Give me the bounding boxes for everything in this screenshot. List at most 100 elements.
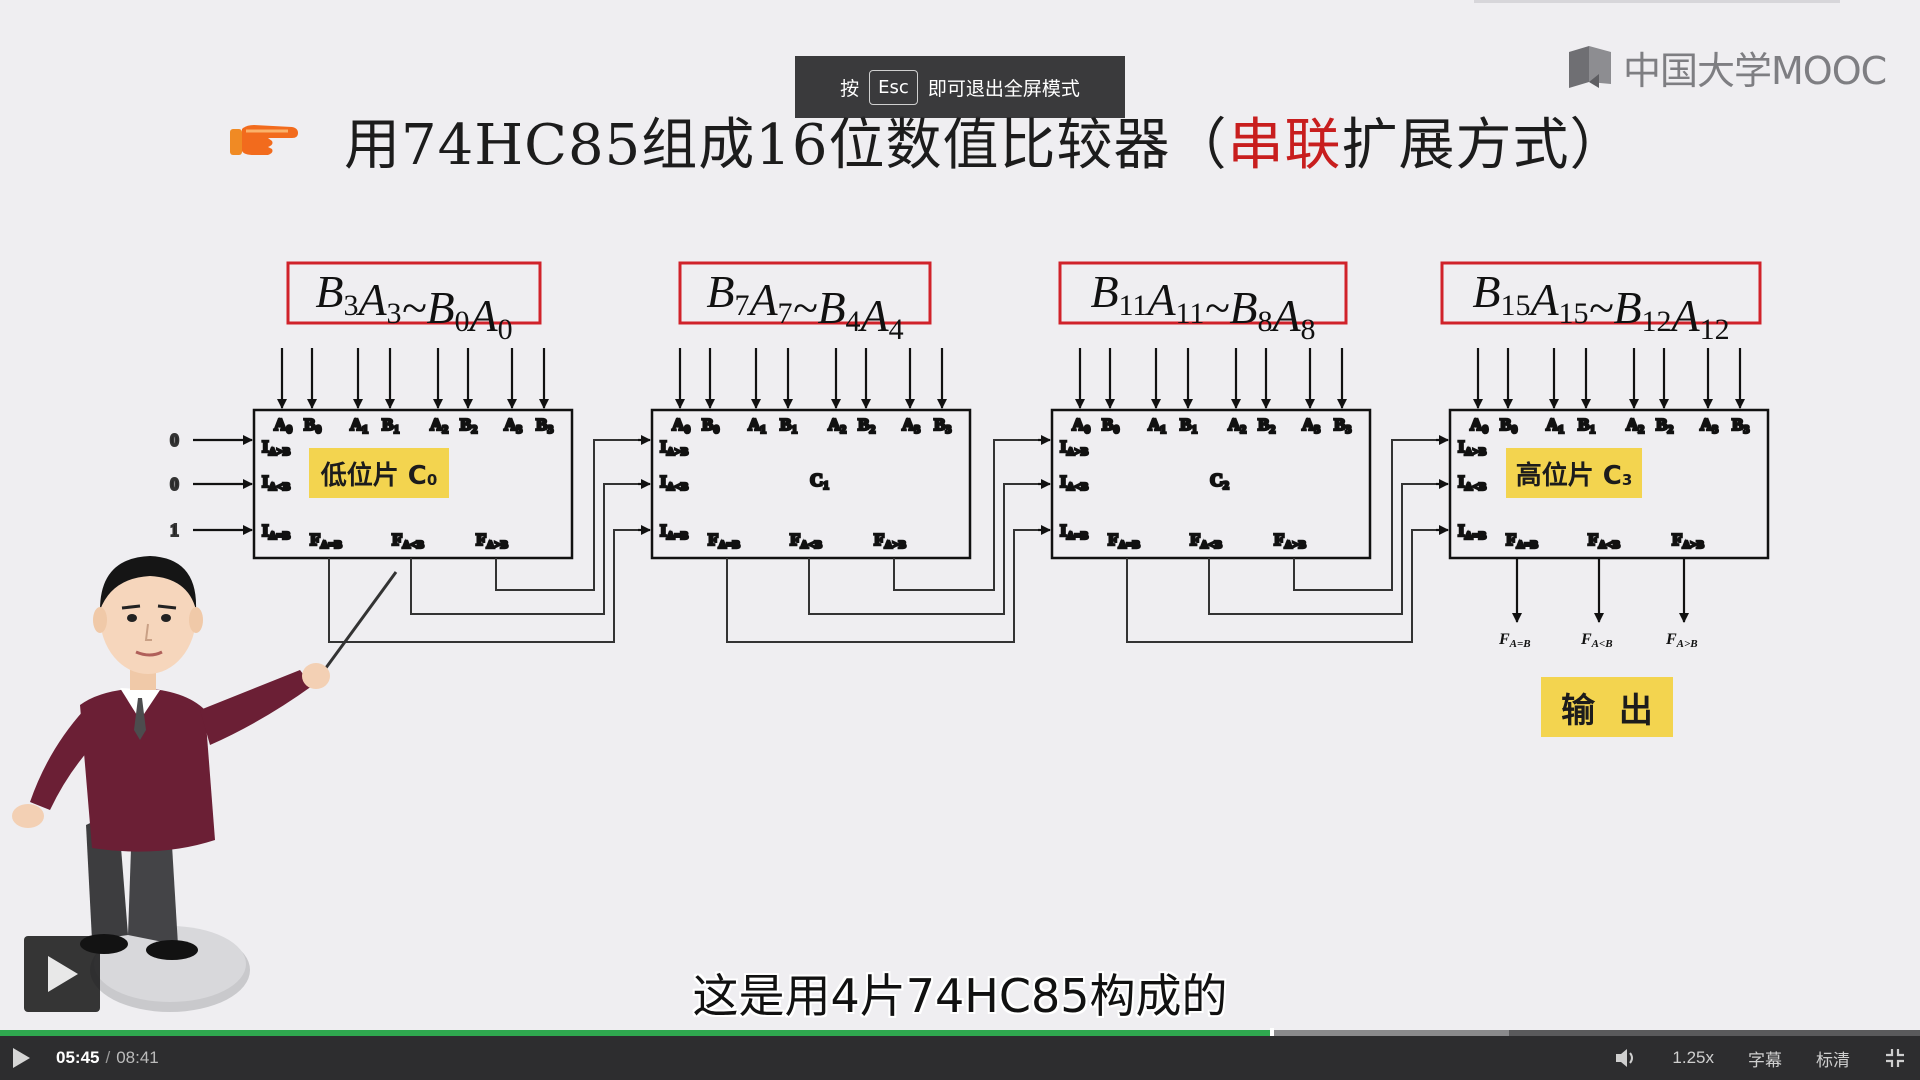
low-chip-tag-sub: 0 (426, 471, 438, 489)
mooc-logo: 中国大学MOOC (1565, 42, 1887, 93)
toast-suffix: 即可退出全屏模式 (927, 77, 1080, 100)
pin-label: A3 (504, 415, 522, 436)
range-box: B3A3~B0A0 (286, 261, 542, 346)
range-label: B11A11~B8A8 (1090, 266, 1315, 346)
pin-label: A2 (828, 415, 846, 436)
range-box: B15A15~B12A12 (1440, 261, 1762, 346)
output-pin-label: FA>B (1672, 530, 1705, 551)
cascade-input-label: IA<B (262, 472, 291, 493)
volume-icon[interactable] (1614, 1047, 1638, 1069)
pointing-hand-icon (230, 125, 298, 155)
output-tag-text: 输 出 (1561, 690, 1653, 731)
range-box: B11A11~B8A8 (1058, 261, 1348, 346)
cascade-input-label: IA>B (262, 437, 291, 458)
quality-button[interactable]: 标清 (1816, 1050, 1850, 1070)
pin-label: A1 (350, 415, 368, 436)
top-scroll-indicator (1474, 0, 1840, 3)
output-pin-label: FA<B (1588, 530, 1621, 551)
bit-range-headers: B3A3~B0A0 B7A7~B4A4 B11A11~B8A8 B15A15~B12A… (286, 261, 1762, 346)
cascade-input-label: IA<B (1458, 472, 1487, 493)
big-play-button[interactable] (24, 936, 100, 1012)
book-logo-icon (1569, 46, 1611, 88)
pin-label: B2 (1656, 415, 1673, 436)
progress-bar[interactable] (0, 1028, 1920, 1038)
output-tag: 输 出 (1541, 677, 1673, 737)
cascade-input-label: IA>B (1458, 437, 1487, 458)
cascade-wire (410, 483, 648, 615)
progress-thumb[interactable] (1270, 1028, 1274, 1038)
range-label: B7A7~B4A4 (706, 266, 903, 346)
pin-label: A0 (1470, 415, 1488, 436)
cascade-input-label: IA=B (262, 521, 291, 542)
cascade-wire (893, 439, 1048, 591)
pin-label: A0 (274, 415, 292, 436)
input-level: 0 (170, 474, 179, 494)
pin-label: A1 (1148, 415, 1166, 436)
play-icon (48, 956, 78, 992)
time-display: 05:45/08:41 (56, 1048, 159, 1068)
pointer-stick (318, 571, 398, 677)
cascade-input-label: IA<B (1060, 472, 1089, 493)
cascade-input-label: IA<B (660, 472, 689, 493)
pin-label: B0 (1500, 415, 1517, 436)
cascade-wire (1126, 529, 1446, 643)
captions-button[interactable]: 字幕 (1748, 1050, 1782, 1070)
esc-key-badge: Esc (869, 69, 918, 105)
pin-label: B3 (934, 415, 951, 436)
high-chip-tag-sub: 3 (1621, 471, 1633, 489)
final-output-label: FA>B (1665, 631, 1698, 650)
fullscreen-exit-toast: 按 Esc 即可退出全屏模式 (795, 56, 1125, 118)
pin-label: A2 (430, 415, 448, 436)
pin-label: B3 (536, 415, 553, 436)
output-pin-label: FA>B (1274, 530, 1307, 551)
pin-label: A2 (1228, 415, 1246, 436)
play-button[interactable] (10, 1047, 32, 1069)
progress-played (0, 1030, 1272, 1036)
exit-fullscreen-icon[interactable] (1884, 1047, 1906, 1069)
cascade-wires: 0 0 1FA=B FA<B FA>B (169, 429, 1698, 650)
duration: 08:41 (116, 1048, 159, 1067)
input-level: 0 (170, 430, 179, 450)
toast-prefix: 按 (840, 77, 860, 100)
final-output-label: FA=B (1498, 631, 1531, 650)
teacher-avatar (12, 556, 330, 1012)
input-level: 1 (170, 520, 179, 540)
cascade-wire (1293, 439, 1446, 591)
pin-label: B1 (1180, 415, 1197, 436)
output-pin-label: FA=B (1506, 530, 1539, 551)
current-time: 05:45 (56, 1048, 100, 1067)
pin-label: A3 (1700, 415, 1718, 436)
cascade-wire (495, 439, 648, 591)
output-pin-label: FA>B (476, 530, 509, 551)
title-row: 用74HC85组成16位数值比较器（串联扩展方式） (228, 100, 1626, 180)
chip-name: C1 (810, 470, 829, 492)
low-chip-tag-text: 低位片 C (320, 460, 427, 491)
pin-label: A3 (902, 415, 920, 436)
comparator-diagram: B3A3~B0A0 B7A7~B4A4 B11A11~B8A8 B15A15~B12A… (169, 261, 1770, 677)
pin-label: B0 (1102, 415, 1119, 436)
output-pin-label: FA=B (1108, 530, 1141, 551)
cascade-wire (808, 483, 1048, 615)
title-text-part2: 扩展方式） (1341, 112, 1627, 178)
logo-text: 中国大学MOOC (1623, 48, 1887, 93)
output-pin-label: FA>B (874, 530, 907, 551)
cascade-wire (726, 529, 1048, 643)
cascade-input-label: IA=B (1060, 521, 1089, 542)
pin-label: B3 (1732, 415, 1749, 436)
pin-label: A0 (1072, 415, 1090, 436)
pin-label: A3 (1302, 415, 1320, 436)
cascade-input-label: IA=B (1458, 521, 1487, 542)
slide-title: 用74HC85组成16位数值比较器（串联扩展方式） (344, 100, 1626, 181)
title-text-part1: 用74HC85组成16位数值比较器（ (344, 112, 1228, 178)
pin-label: B1 (382, 415, 399, 436)
high-chip-tag-text: 高位片 C (1515, 460, 1622, 491)
cascade-input-label: IA>B (660, 437, 689, 458)
cascade-wire (328, 529, 648, 643)
speed-button[interactable]: 1.25x (1672, 1048, 1714, 1067)
output-pin-label: FA<B (1190, 530, 1223, 551)
pin-label: B2 (1258, 415, 1275, 436)
